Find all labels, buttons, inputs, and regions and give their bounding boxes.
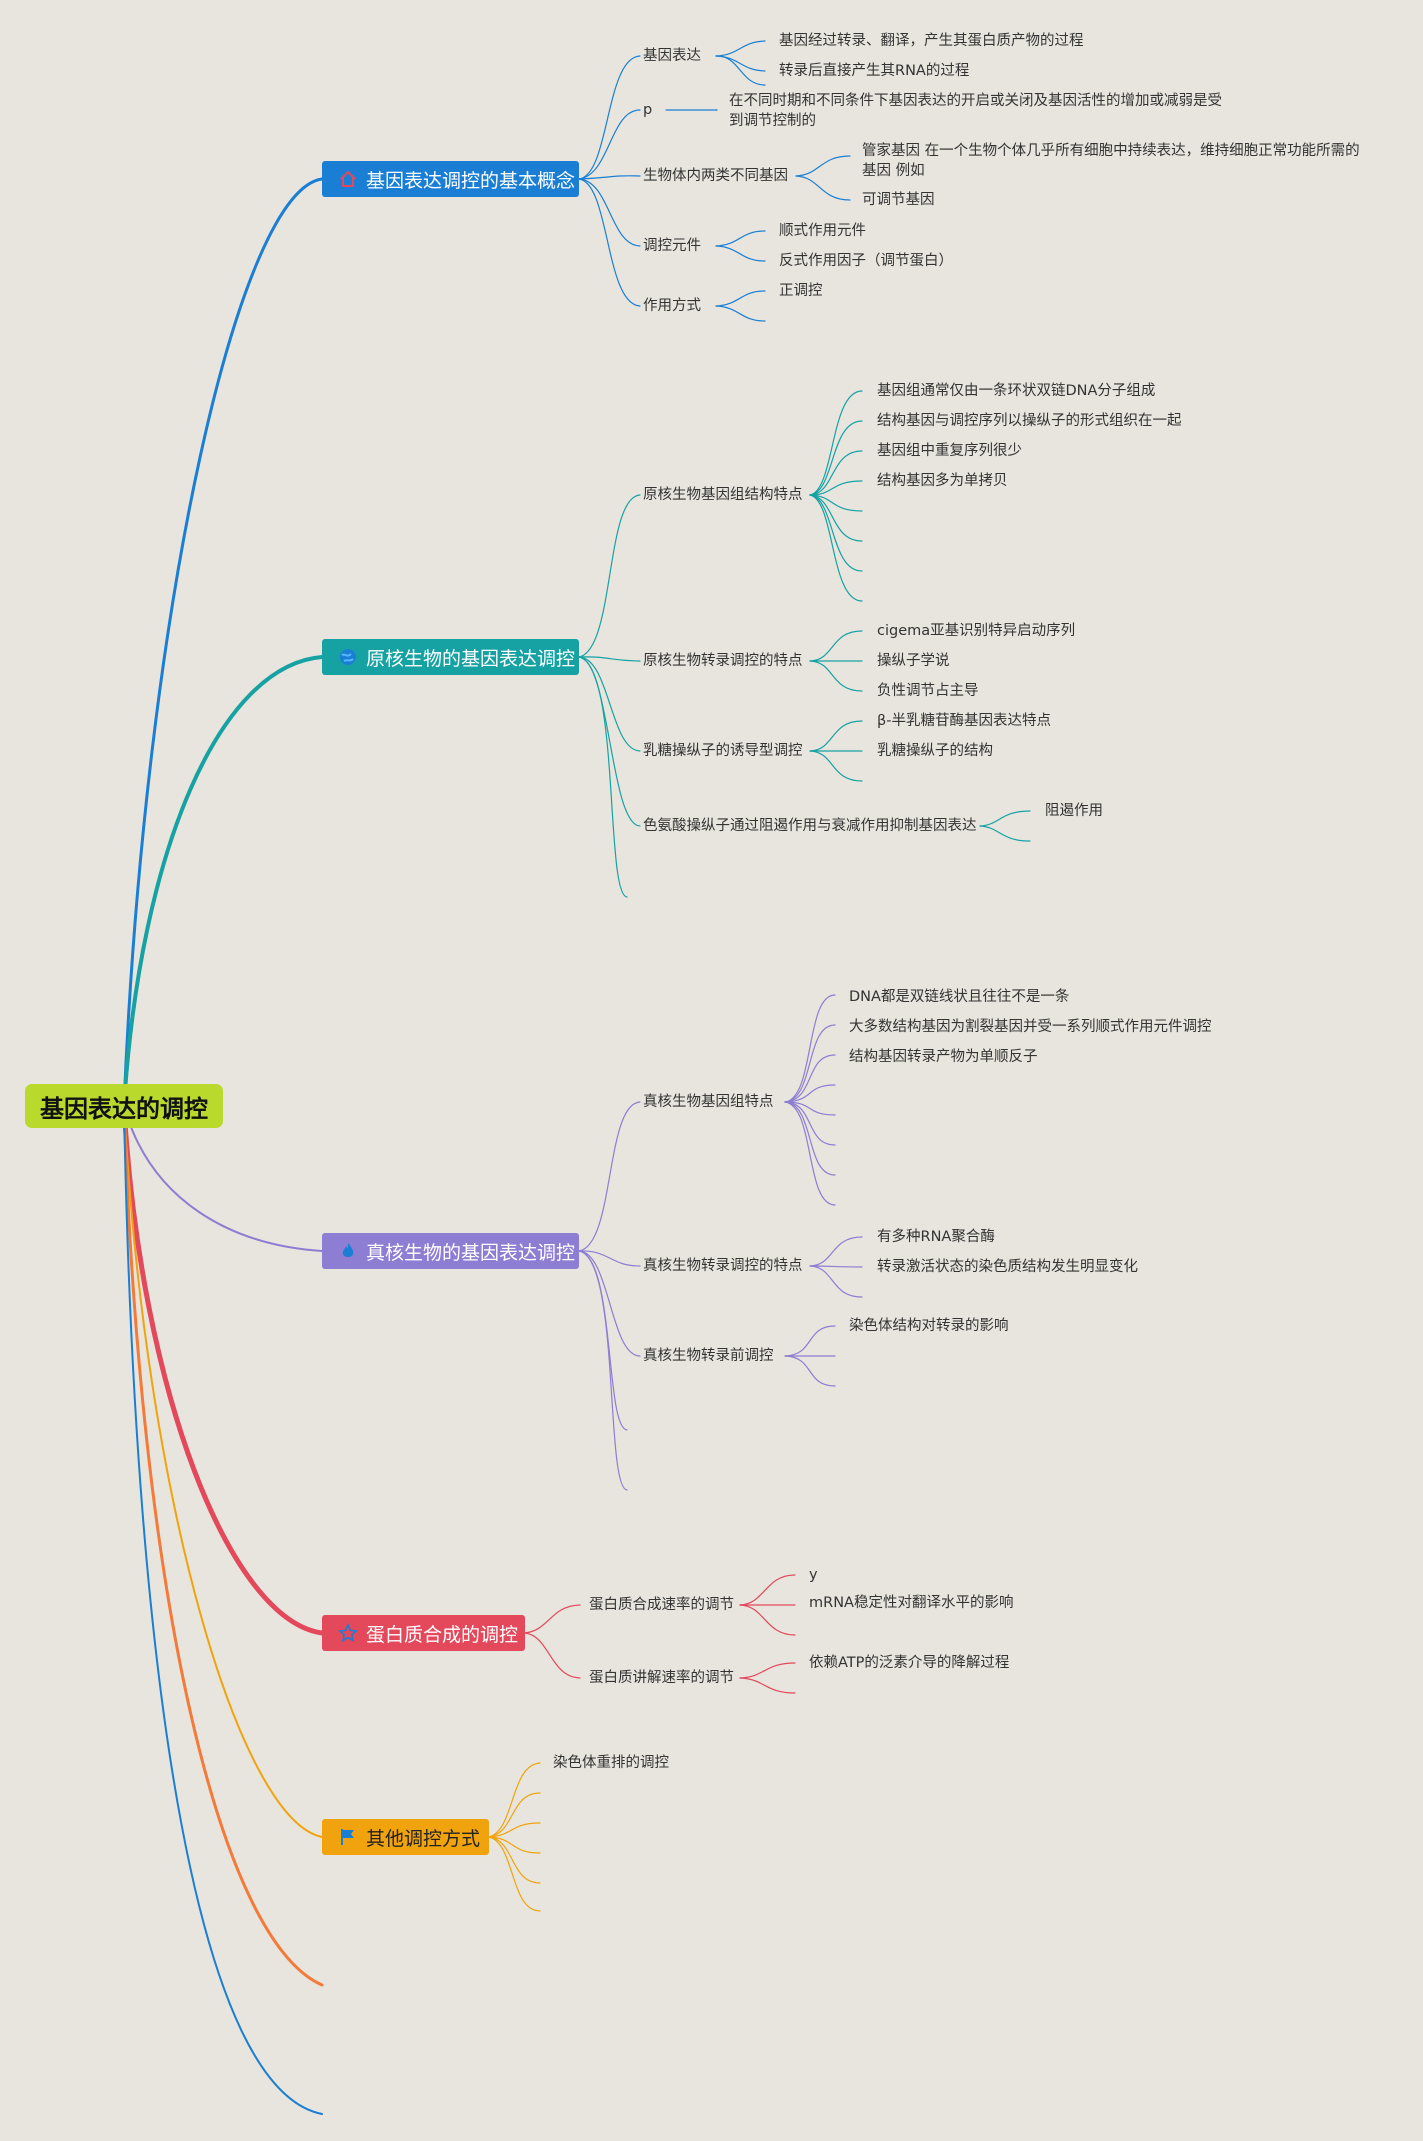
leaf[interactable]: 负性调节占主导 bbox=[877, 683, 979, 699]
topic-other-regulation[interactable]: 其他调控方式 bbox=[322, 1819, 489, 1855]
leaf[interactable]: 基因组中重复序列很少 bbox=[877, 443, 1022, 459]
subtopic[interactable]: 真核生物转录前调控 bbox=[643, 1348, 774, 1364]
subtopic[interactable]: 作用方式 bbox=[643, 298, 701, 314]
subtopic[interactable]: 原核生物基因组结构特点 bbox=[643, 487, 803, 503]
leaf[interactable]: 操纵子学说 bbox=[877, 653, 950, 669]
leaf[interactable]: cigema亚基识别特异启动序列 bbox=[877, 623, 1076, 639]
branch-line-6 bbox=[122, 1104, 324, 1987]
leaf[interactable]: 可调节基因 bbox=[862, 192, 935, 208]
subtopic[interactable]: 调控元件 bbox=[643, 238, 701, 254]
topic-eukaryote[interactable]: 真核生物的基因表达调控 bbox=[322, 1233, 579, 1269]
subtopic[interactable]: 真核生物转录调控的特点 bbox=[643, 1258, 803, 1274]
leaf[interactable]: y bbox=[809, 1567, 818, 1583]
subtopic[interactable]: 生物体内两类不同基因 bbox=[643, 168, 788, 184]
leaf[interactable]: 结构基因转录产物为单顺反子 bbox=[849, 1049, 1038, 1065]
leaf[interactable]: 阻遏作用 bbox=[1045, 803, 1103, 819]
leaf[interactable]: 转录后直接产生其RNA的过程 bbox=[779, 63, 970, 79]
leaf[interactable]: 结构基因多为单拷贝 bbox=[877, 473, 1008, 489]
subtopic[interactable]: 染色体重排的调控 bbox=[553, 1755, 669, 1771]
leaf[interactable]: 染色体结构对转录的影响 bbox=[849, 1318, 1009, 1334]
subtopic[interactable]: 蛋白质合成速率的调节 bbox=[589, 1597, 734, 1613]
branch-line-5 bbox=[123, 1105, 323, 1838]
topic-prokaryote[interactable]: 原核生物的基因表达调控 bbox=[322, 639, 579, 675]
leaf[interactable]: 大多数结构基因为割裂基因并受一系列顺式作用元件调控 bbox=[849, 1019, 1212, 1035]
leaf[interactable]: 有多种RNA聚合酶 bbox=[877, 1229, 995, 1245]
branch-line-3 bbox=[123, 1105, 323, 1252]
topic-protein-synthesis[interactable]: 蛋白质合成的调控 bbox=[322, 1615, 525, 1651]
leaf[interactable]: DNA都是双链线状且往往不是一条 bbox=[849, 989, 1070, 1005]
subtopic[interactable]: 原核生物转录调控的特点 bbox=[643, 653, 803, 669]
globe-icon bbox=[338, 645, 362, 669]
leaf[interactable]: 在不同时期和不同条件下基因表达的开启或关闭及基因活性的增加或减弱是受到调节控制的 bbox=[729, 93, 1222, 129]
leaf[interactable]: 转录激活状态的染色质结构发生明显变化 bbox=[877, 1259, 1138, 1275]
leaf[interactable]: 结构基因与调控序列以操纵子的形式组织在一起 bbox=[877, 413, 1182, 429]
root-topic[interactable]: 基因表达的调控 bbox=[25, 1084, 223, 1128]
leaf[interactable]: 正调控 bbox=[779, 283, 823, 299]
subtopic[interactable]: 真核生物基因组特点 bbox=[643, 1094, 774, 1110]
topic-label: 基因表达调控的基本概念 bbox=[366, 169, 576, 192]
leaf[interactable]: 乳糖操纵子的结构 bbox=[877, 743, 993, 759]
subtopic[interactable]: 色氨酸操纵子通过阻遏作用与衰减作用抑制基因表达 bbox=[643, 818, 977, 834]
leaf[interactable]: 反式作用因子（调节蛋白） bbox=[779, 253, 953, 269]
branch-line-4 bbox=[121, 1103, 325, 1636]
branch-line-1 bbox=[122, 177, 324, 1108]
flame-icon bbox=[338, 1239, 362, 1263]
subtopic[interactable]: p bbox=[643, 102, 653, 118]
topic-label: 原核生物的基因表达调控 bbox=[366, 647, 576, 670]
home-icon bbox=[338, 167, 362, 191]
topic-label: 其他调控方式 bbox=[366, 1827, 481, 1850]
branch-line-2 bbox=[122, 655, 324, 1108]
topic-label: 真核生物的基因表达调控 bbox=[366, 1241, 576, 1264]
subtopic[interactable]: 基因表达 bbox=[643, 48, 701, 64]
branch-line-7 bbox=[123, 1105, 323, 2115]
leaf[interactable]: 基因经过转录、翻译，产生其蛋白质产物的过程 bbox=[779, 33, 1084, 49]
star-icon bbox=[338, 1621, 362, 1645]
topic-label: 蛋白质合成的调控 bbox=[366, 1623, 519, 1646]
leaf[interactable]: 管家基因 在一个生物个体几乎所有细胞中持续表达，维持细胞正常功能所需的基因 例如 bbox=[862, 143, 1360, 179]
flag-icon bbox=[338, 1825, 362, 1849]
subtopic[interactable]: 蛋白质讲解速率的调节 bbox=[589, 1670, 734, 1686]
leaf[interactable]: 顺式作用元件 bbox=[779, 223, 866, 239]
leaf[interactable]: mRNA稳定性对翻译水平的影响 bbox=[809, 1595, 1014, 1611]
topic-basic-concepts[interactable]: 基因表达调控的基本概念 bbox=[322, 161, 579, 197]
leaf[interactable]: 基因组通常仅由一条环状双链DNA分子组成 bbox=[877, 383, 1156, 399]
leaf[interactable]: β-半乳糖苷酶基因表达特点 bbox=[877, 713, 1051, 729]
subtopic[interactable]: 乳糖操纵子的诱导型调控 bbox=[643, 743, 803, 759]
leaf[interactable]: 依赖ATP的泛素介导的降解过程 bbox=[809, 1655, 1010, 1671]
